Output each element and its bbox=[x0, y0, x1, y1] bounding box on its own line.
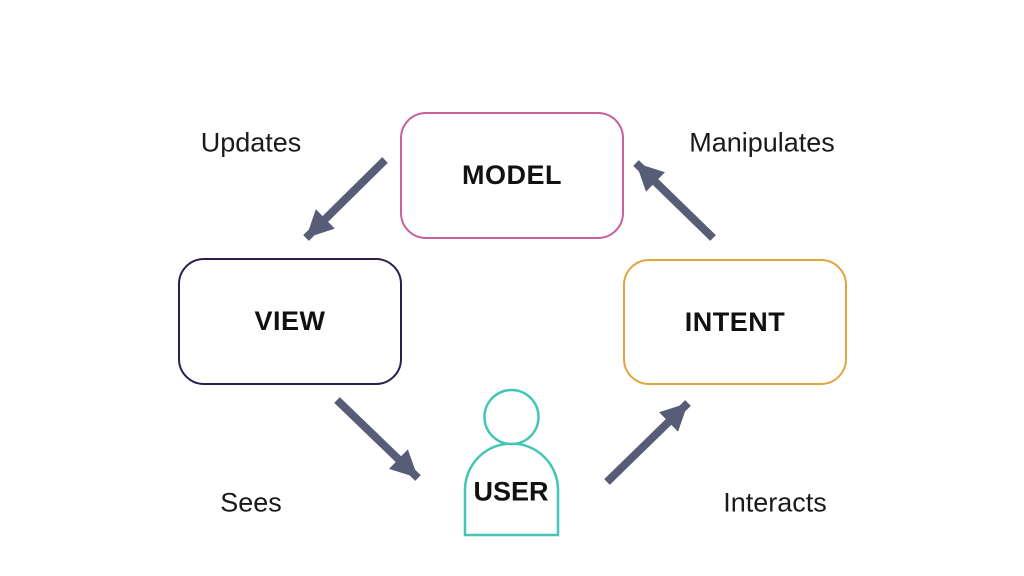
node-model-label: MODEL bbox=[462, 160, 562, 190]
node-view: VIEW bbox=[178, 258, 402, 385]
edge-label-manipulates: Manipulates bbox=[689, 127, 835, 158]
node-user-label: USER bbox=[473, 476, 549, 507]
user-person-icon bbox=[463, 388, 560, 537]
node-view-label: VIEW bbox=[254, 306, 326, 336]
arrow-interacts bbox=[604, 400, 691, 485]
arrow-updates bbox=[303, 157, 388, 241]
edge-label-interacts: Interacts bbox=[723, 487, 827, 518]
node-model: MODEL bbox=[400, 112, 624, 239]
node-intent-label: INTENT bbox=[684, 306, 786, 337]
edge-label-sees: Sees bbox=[220, 487, 282, 518]
arrow-sees bbox=[334, 397, 421, 481]
node-intent: INTENT bbox=[623, 259, 847, 385]
arrow-manipulates bbox=[633, 160, 716, 241]
edge-label-updates: Updates bbox=[200, 127, 302, 158]
